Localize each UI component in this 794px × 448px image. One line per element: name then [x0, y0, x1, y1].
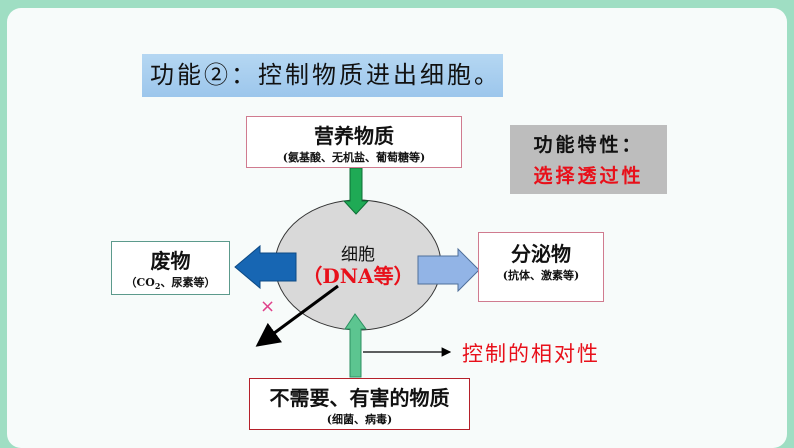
nutrients-detail: (氨基酸、无机盐、葡萄糖等)	[282, 151, 426, 164]
waste-box: 废物 （CO2、尿素等）	[111, 241, 230, 295]
waste-detail-sub: 2	[154, 281, 161, 292]
waste-label: 废物	[150, 249, 191, 273]
nutrients-label: 营养物质	[314, 124, 394, 148]
secretion-detail: (抗体、激素等)	[502, 269, 580, 282]
secretion-box: 分泌物 (抗体、激素等)	[478, 232, 604, 302]
nutrients-box: 营养物质 (氨基酸、无机盐、葡萄糖等)	[246, 116, 462, 168]
cell-detail: （DNA等）	[302, 264, 414, 288]
slide-title: 功能②：控制物质进出细胞。	[142, 54, 503, 97]
relativity-label: 控制的相对性	[462, 342, 600, 366]
feature-box: 功能特性： 选择透过性	[510, 125, 667, 194]
cell-label: 细胞	[341, 245, 375, 265]
blocked-mark: ×	[260, 296, 276, 317]
waste-detail-pre: （CO	[125, 276, 155, 289]
blocked-arrow	[255, 284, 339, 347]
feature-value: 选择透过性	[533, 165, 644, 187]
waste-out-arrow	[234, 244, 297, 290]
secretion-out-arrow	[417, 247, 480, 293]
harmful-label: 不需要、有害的物质	[269, 386, 450, 410]
harmful-in-arrow	[344, 313, 367, 378]
waste-detail: （CO2、尿素等）	[112, 274, 229, 291]
harmful-box: 不需要、有害的物质 (细菌、病毒)	[249, 378, 470, 430]
waste-detail-post: 、尿素等）	[160, 276, 216, 289]
harmful-detail: (细菌、病毒)	[326, 413, 393, 426]
nutrient-in-arrow	[342, 167, 370, 215]
secretion-label: 分泌物	[511, 242, 571, 266]
feature-label: 功能特性：	[533, 134, 644, 156]
